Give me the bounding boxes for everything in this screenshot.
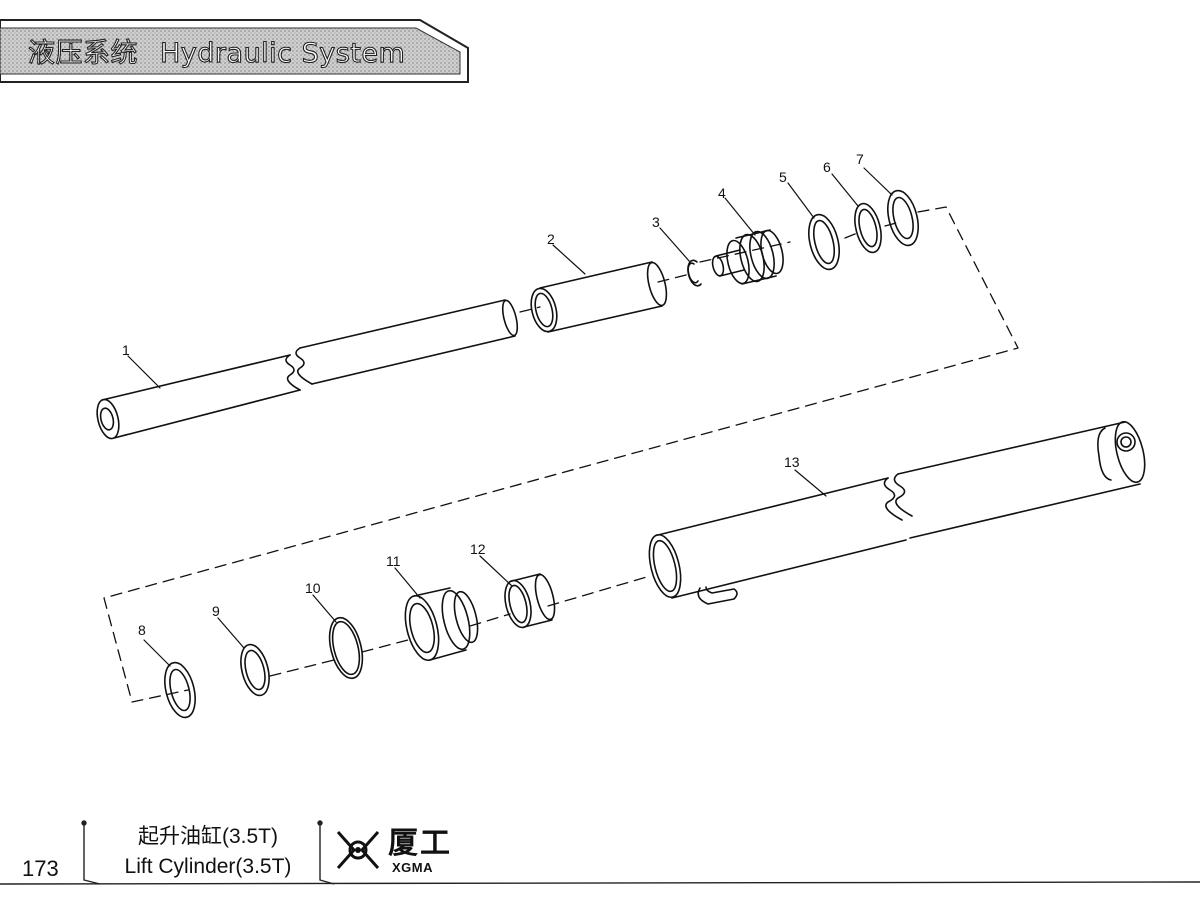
callout-8: 8 [138,622,146,638]
footer-title: 起升油缸(3.5T) Lift Cylinder(3.5T) [108,822,308,882]
callout-12: 12 [470,541,486,557]
section-header-tab [0,19,469,83]
footer-title-cn: 起升油缸(3.5T) [137,825,278,848]
page-number: 173 [22,856,59,881]
part-6-ring [854,202,882,254]
callout-3: 3 [652,214,660,230]
leader-lines [127,167,893,667]
callout-1: 1 [122,342,130,358]
callout-11: 11 [386,553,401,569]
xgma-logo-icon [336,831,380,869]
footer-title-en: Lift Cylinder(3.5T) [124,855,292,878]
callout-13: 13 [784,454,800,470]
part-13-cylinder-barrel [648,420,1146,605]
part-7-ring [887,189,919,247]
section-header-title: 液压系统 Hydraulic System [27,31,406,70]
part-11-cylinder-head [404,587,479,662]
part-3-snap-ring [687,259,702,287]
callout-9: 9 [212,603,220,619]
part-12-bushing [504,573,556,629]
assembly-path-dashed [103,206,1019,703]
part-1-piston-rod [96,299,519,440]
callout-7: 7 [856,151,864,167]
part-8-ring [164,661,196,719]
callout-10: 10 [305,580,321,596]
callout-5: 5 [779,169,787,185]
callout-4: 4 [718,185,726,201]
part-5-ring [808,213,840,271]
callout-2: 2 [547,231,555,247]
part-9-ring [240,643,270,697]
part-10-o-ring [328,616,364,680]
brand-name-en: XGMA [392,860,433,875]
header-title-cn: 液压系统 [27,37,138,69]
brand-name-cn: 厦工 [388,827,452,860]
header-title-en: Hydraulic System [159,37,406,69]
part-2-sleeve [530,261,668,333]
callout-6: 6 [823,159,831,175]
part-4-piston [711,229,784,285]
